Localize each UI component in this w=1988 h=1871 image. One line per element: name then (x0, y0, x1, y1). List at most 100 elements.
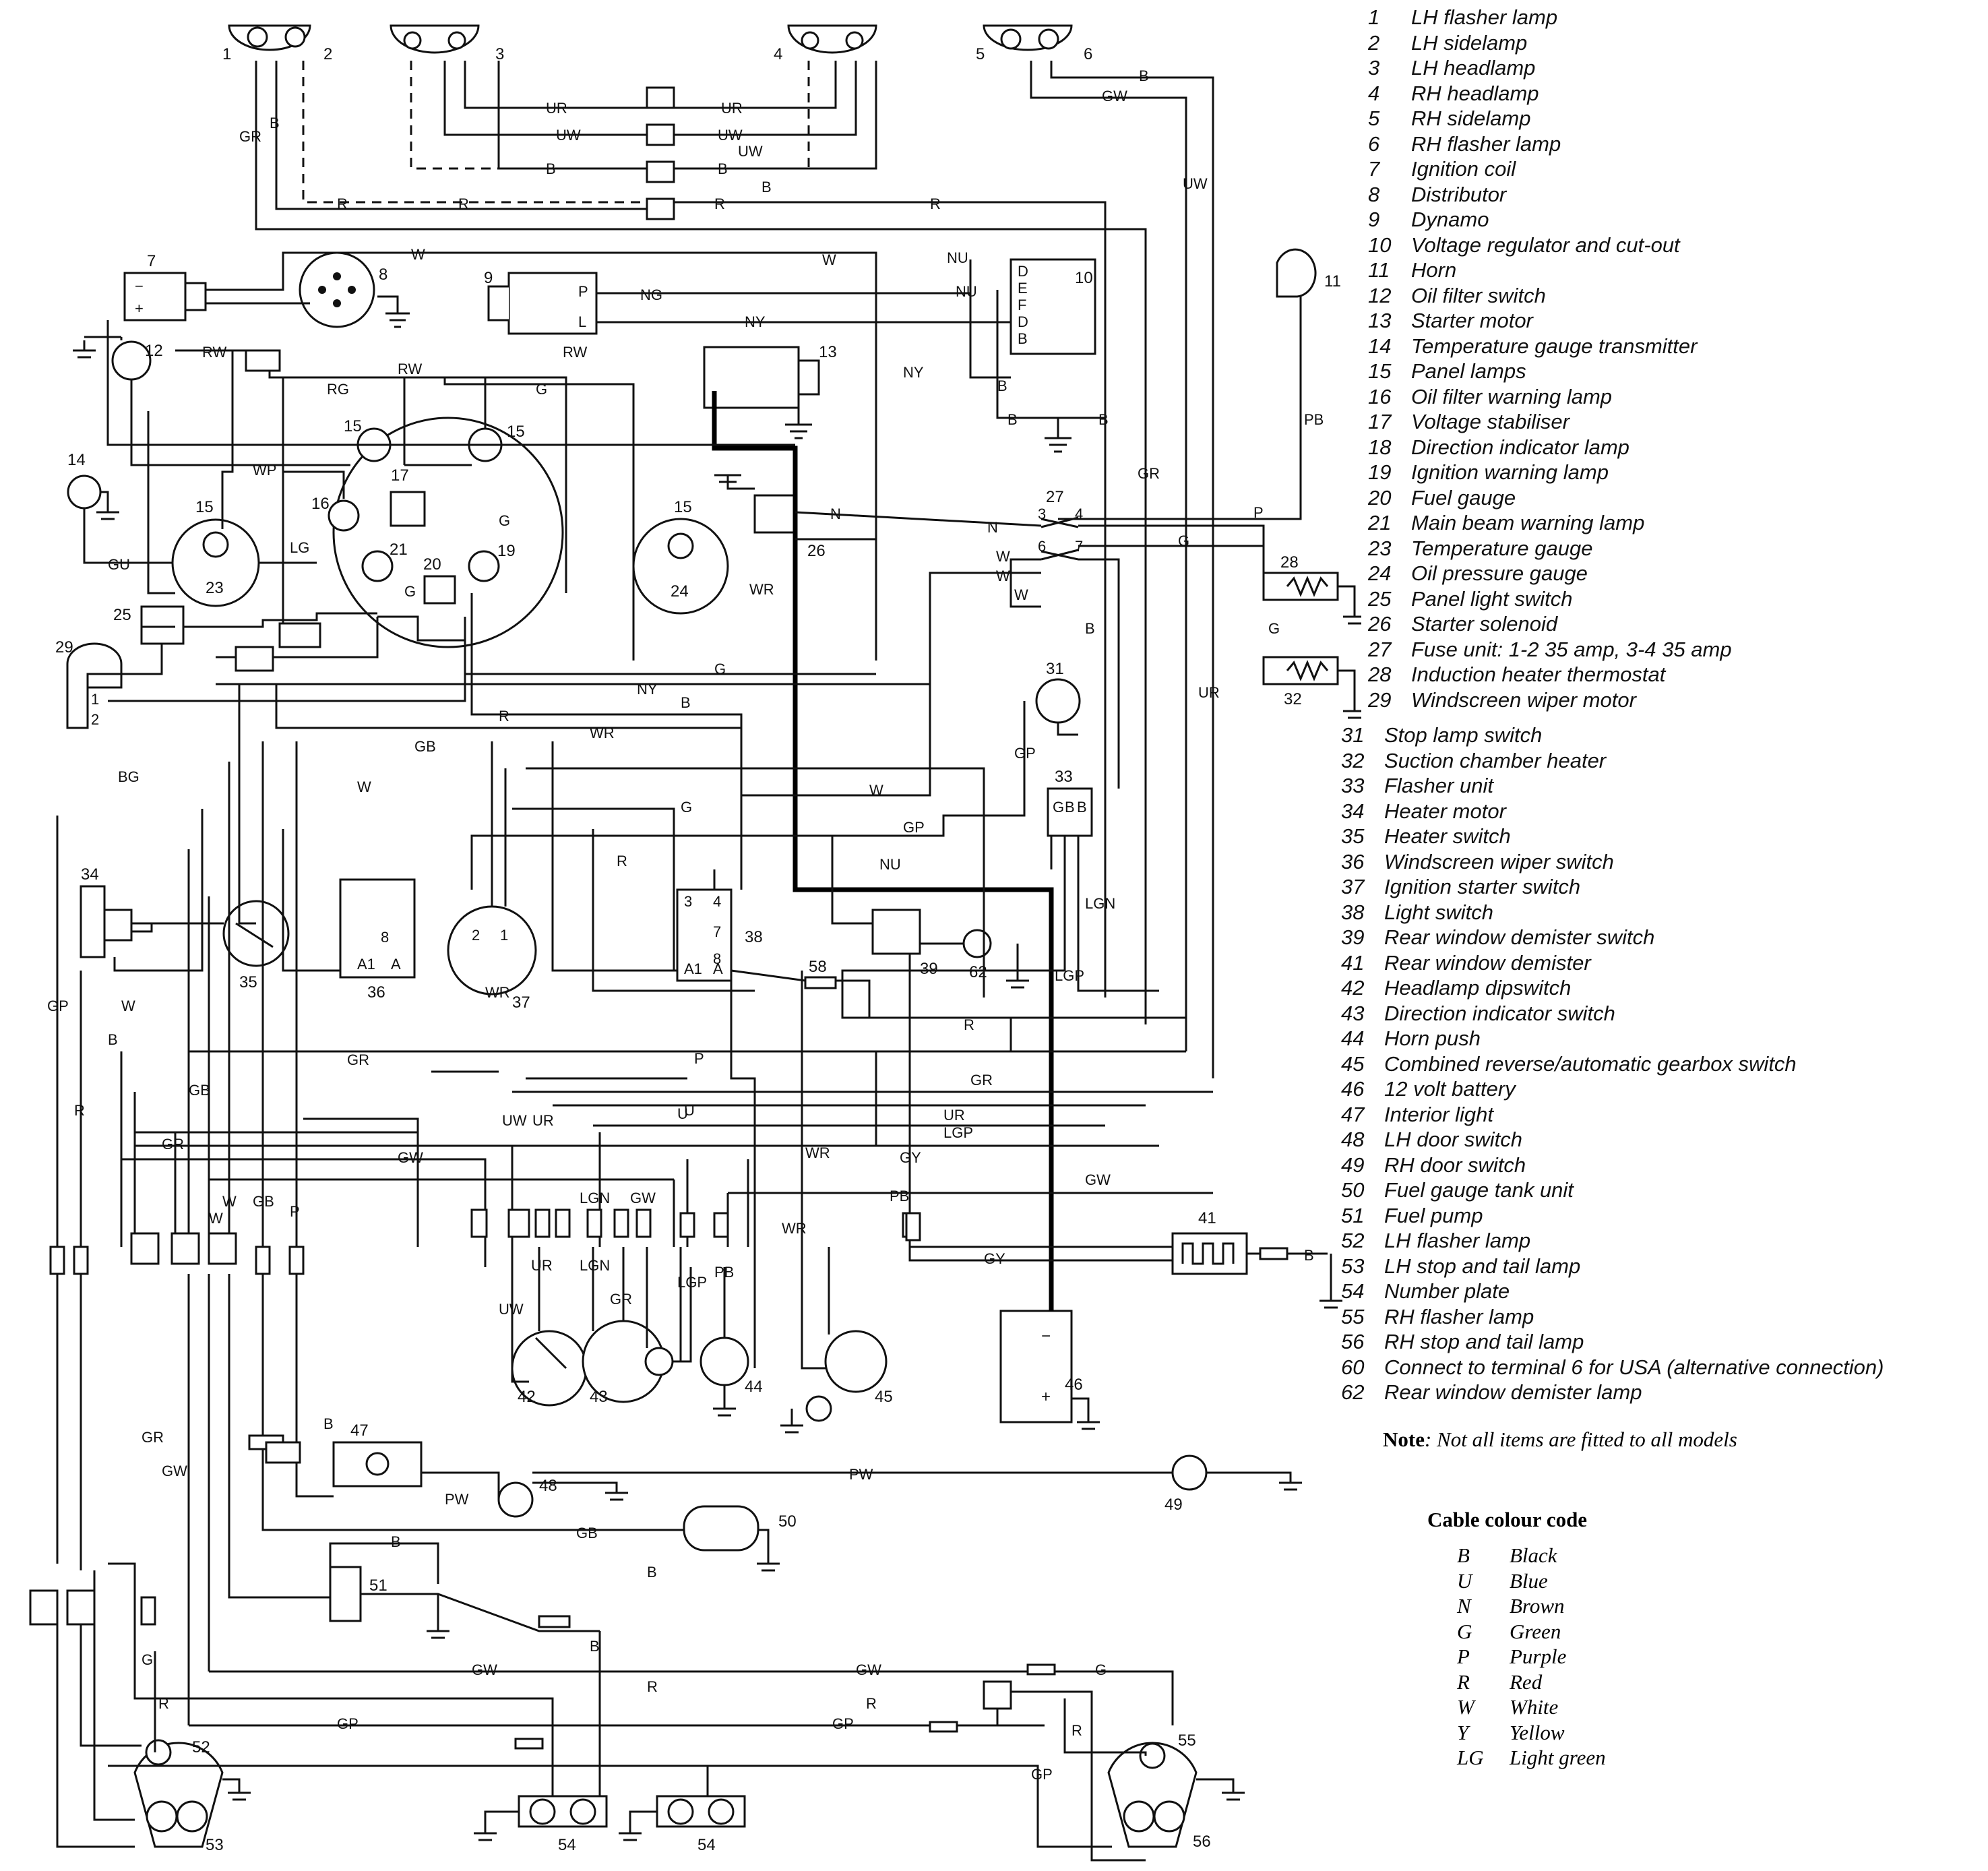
colour-code-name: Green (1510, 1619, 1561, 1643)
comp-num-43: 43 (590, 1388, 608, 1406)
colour-code-name: Yellow (1510, 1720, 1565, 1744)
legend-number: 34 (1341, 799, 1365, 823)
comp-num-54a: 54 (558, 1836, 576, 1854)
legend-text: LH flasher lamp (1384, 1229, 1531, 1252)
legend-number: 15 (1368, 359, 1392, 383)
colour-code-name: Blue (1510, 1568, 1548, 1593)
flasher-unit: G B B 33 (1047, 768, 1093, 837)
legend-number: 60 (1341, 1355, 1365, 1379)
legend-number: 1 (1368, 5, 1380, 29)
legend-text: LH sidelamp (1411, 30, 1528, 55)
wire-colour-label: W (1014, 586, 1028, 603)
wire-colour-label: PW (445, 1491, 469, 1508)
wire-colour-label: B (391, 1533, 401, 1550)
legend-number: 54 (1341, 1279, 1365, 1303)
wire-colour-label: 2 (472, 927, 480, 944)
wire-colour-label: A (391, 956, 401, 973)
legend-text: Heater motor (1384, 799, 1506, 823)
legend-number: 3 (1368, 56, 1380, 80)
wire-colour-label: W (121, 998, 135, 1014)
wire-colour-label: U (677, 1105, 688, 1122)
wire-colour-label: B (590, 1638, 600, 1655)
wire-colour-label: A (713, 960, 723, 977)
legend-number: 14 (1368, 334, 1392, 358)
legend-text: Fuel gauge tank unit (1384, 1178, 1574, 1202)
legend-number: 46 (1341, 1077, 1365, 1101)
comp-num-47: 47 (350, 1421, 369, 1440)
comp-num-27: 27 (1046, 488, 1064, 506)
comp-num-15b: 15 (507, 423, 525, 441)
rh-rear-lamp-cluster: 55 56 (1107, 1731, 1211, 1851)
colour-code-abbrev: B (1457, 1543, 1470, 1567)
legend-number: 62 (1341, 1380, 1365, 1404)
wire-colour-label: UW (556, 127, 581, 144)
comp-num-17: 17 (391, 466, 409, 485)
legend-item: 34 Heater motor (1341, 799, 1948, 824)
legend-number: 42 (1341, 976, 1365, 1000)
wire-colour-label: NG (640, 286, 662, 303)
wire-colour-label: UW (502, 1112, 527, 1129)
wire-colour-label: 1 (500, 927, 508, 944)
wire-colour-label: WP (253, 462, 276, 479)
comp-num-44: 44 (745, 1378, 763, 1396)
wire-colour-label: UR (546, 100, 567, 117)
legend-number: 52 (1341, 1229, 1365, 1252)
comp-num-37: 37 (512, 993, 530, 1012)
lh-front-lamp-unit: 1 2 (222, 24, 332, 63)
legend-number: 33 (1341, 774, 1365, 797)
legend-number: 41 (1341, 950, 1365, 975)
wire-colour-label: UR (532, 1112, 554, 1129)
wire-colour-label: B (1304, 1247, 1314, 1264)
wire-colour-label: GR (1138, 465, 1160, 482)
colour-code-abbrev: R (1457, 1669, 1470, 1694)
comp-num-33: 33 (1055, 768, 1073, 786)
note-label: Note (1383, 1428, 1425, 1451)
wire-colour-label: 6 (1038, 538, 1046, 555)
wire-colour-label: NY (745, 313, 766, 330)
heater-motor: 34 (80, 865, 133, 958)
wire-colour-label: 2 (91, 711, 99, 728)
wire-colour-label: GW (856, 1661, 881, 1678)
wire-colour-label: RG (327, 381, 349, 398)
wire-colour-label: GR (347, 1051, 369, 1068)
comp-num-56: 56 (1193, 1833, 1211, 1851)
legend-number: 19 (1368, 460, 1392, 484)
legend-number: 45 (1341, 1051, 1365, 1076)
comp-num-46: 46 (1065, 1376, 1083, 1394)
legend-text: Dynamo (1411, 208, 1489, 231)
wire-colour-label: 8 (381, 929, 389, 946)
rear-window-demister-switch: 39 (871, 909, 938, 978)
wire-colour-label: GP (337, 1715, 359, 1732)
wire-colour-label: F (1018, 297, 1026, 313)
legend-text: Fuel gauge (1411, 485, 1516, 510)
legend-number: 32 (1341, 748, 1365, 772)
wire-colour-label: GP (1031, 1766, 1053, 1783)
wire-colour-label: A1 (684, 960, 702, 977)
legend-number: 27 (1368, 637, 1392, 661)
wire-colour-label: LGP (677, 1274, 707, 1291)
legend-number: 2 (1368, 30, 1380, 55)
wire-colour-label: B (1077, 799, 1087, 816)
wire-colour-label: PB (1304, 411, 1324, 428)
windscreen-wiper-switch: 36 8 A1 A (339, 878, 416, 1002)
wire-colour-label: W (996, 568, 1010, 584)
direction-indicator-lamp (644, 1347, 674, 1376)
